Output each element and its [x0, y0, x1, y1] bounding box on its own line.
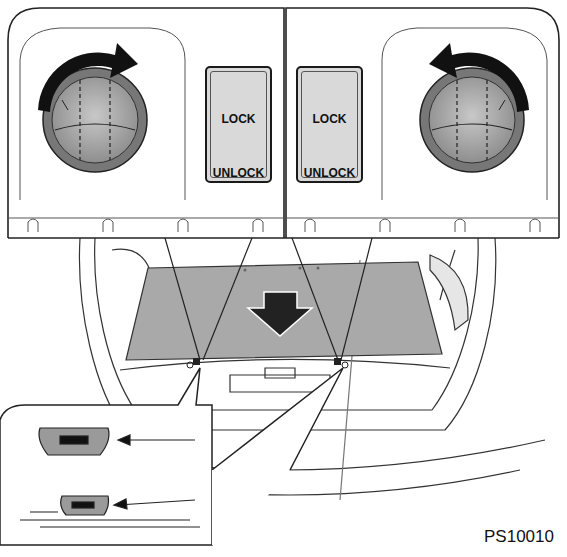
latch-points — [342, 362, 348, 368]
latch-points — [193, 358, 200, 365]
latch-detail — [20, 512, 200, 527]
leader-line — [165, 238, 372, 360]
lock-label-box: LOCK UNLOCK — [205, 66, 272, 183]
trunk-illustration — [120, 359, 450, 370]
leader-line — [203, 238, 252, 360]
inset-callout — [0, 368, 212, 545]
latch-detail — [120, 439, 195, 440]
lock-dial — [499, 100, 505, 110]
figure-code: PS10010 — [484, 527, 554, 547]
trim-detail — [382, 28, 547, 200]
leader-line — [165, 238, 200, 360]
floor-board — [299, 267, 302, 270]
latch-detail — [20, 428, 200, 527]
floor-board — [126, 262, 442, 360]
lock-dial — [55, 124, 135, 130]
trim-detail — [530, 219, 540, 232]
inset-callout — [0, 368, 343, 545]
trim-detail — [286, 218, 559, 219]
lock-state-label: UNLOCK — [298, 166, 361, 180]
trim-detail — [253, 219, 263, 232]
trunk-illustration — [265, 368, 295, 378]
lock-dial — [43, 68, 524, 172]
trunk-illustration — [79, 238, 495, 430]
trunk-illustration — [430, 255, 468, 330]
trim-detail — [8, 28, 559, 232]
trunk-illustration — [112, 249, 150, 270]
lock-state-label: UNLOCK — [207, 166, 270, 180]
rotation-arrow — [38, 43, 529, 112]
latch-detail — [39, 428, 109, 455]
latch-detail — [114, 499, 127, 509]
lock-dial — [429, 77, 515, 163]
leader-line — [341, 238, 372, 360]
rotation-arrow — [38, 43, 138, 112]
floor-board — [317, 267, 320, 270]
latch-detail — [118, 500, 195, 505]
inset-callout — [212, 368, 343, 470]
trim-detail — [380, 219, 390, 232]
lock-dial — [52, 77, 138, 163]
trim-detail — [8, 218, 284, 219]
trim-detail — [305, 219, 315, 232]
latch-detail — [118, 435, 130, 445]
leader-line — [292, 238, 338, 360]
trim-detail — [455, 219, 465, 232]
lock-state-label: LOCK — [298, 112, 361, 126]
latch-detail — [72, 502, 94, 508]
lock-dial — [457, 80, 487, 160]
latch-points — [187, 358, 348, 368]
lock-dial — [432, 124, 512, 130]
callout-panel — [8, 8, 559, 238]
down-arrow — [248, 292, 312, 336]
latch-detail — [60, 436, 88, 444]
lock-dial — [62, 100, 68, 110]
lock-label-box: LOCK UNLOCK — [296, 66, 363, 183]
trim-detail — [103, 219, 113, 232]
callout-panel — [8, 8, 284, 238]
trunk-illustration — [95, 238, 479, 410]
down-arrow — [248, 292, 312, 336]
trim-detail — [28, 219, 38, 232]
floor-board — [126, 262, 442, 360]
lock-state-label: LOCK — [207, 112, 270, 126]
floor-board — [244, 269, 247, 272]
trim-detail — [178, 219, 188, 232]
rotation-arrow — [429, 43, 529, 112]
latch-detail — [61, 496, 109, 515]
inset-callout — [180, 470, 290, 545]
callout-panel — [8, 237, 559, 239]
callout-panel — [286, 8, 559, 238]
trim-detail — [20, 28, 185, 200]
latch-points — [187, 362, 193, 368]
lock-dial — [80, 80, 110, 160]
